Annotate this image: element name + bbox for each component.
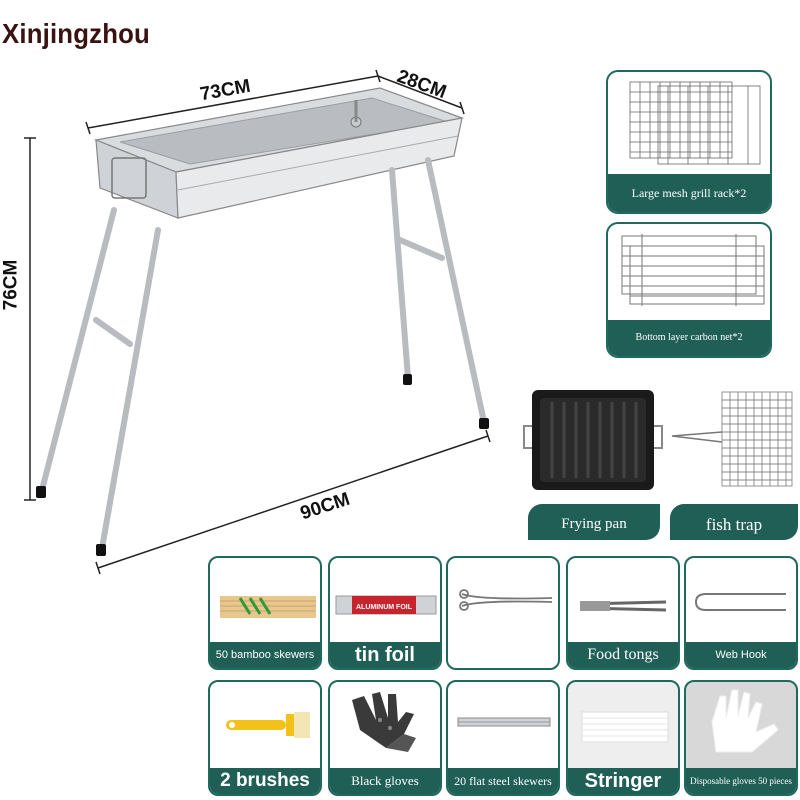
frying-pan-icon (523, 390, 663, 490)
accessory-black-gloves: Black gloves (328, 680, 442, 796)
carbon-clamp-icon (459, 589, 553, 611)
fish-trap-label: fish trap (670, 504, 798, 540)
frying-pan-label: Frying pan (528, 504, 660, 540)
accessory-disposable-gloves: Disposable gloves 50 pieces (684, 680, 798, 796)
accessory-label: 50 bamboo skewers (210, 642, 320, 668)
bottom-carbon-card: Bottom layer carbon net*2 (606, 222, 772, 358)
accessory-food-tongs: Food tongs (566, 556, 680, 670)
accessory-label: Disposable gloves 50 pieces (686, 768, 796, 794)
accessory-bamboo-skewers: 50 bamboo skewers (208, 556, 322, 670)
tin-foil-product-text: ALUMINUM FOIL (356, 604, 413, 611)
web-hook-icon (694, 593, 786, 611)
grill-box (93, 87, 465, 219)
mesh-rack-icon (629, 81, 761, 165)
disposable-gloves-icon (711, 689, 779, 753)
accessory-label: Stringer (568, 768, 678, 794)
accessory-carbon-clamp: Carbon clamp (446, 556, 560, 670)
tin-foil-icon: ALUMINUM FOIL (335, 595, 437, 615)
grill-illustration (24, 69, 491, 575)
bottom-carbon-label: Bottom layer carbon net*2 (608, 320, 770, 356)
accessory-steel-skewers: 20 flat steel skewers (446, 680, 560, 796)
accessory-label: 20 flat steel skewers (448, 768, 558, 794)
accessory-label: Web Hook (686, 642, 796, 668)
large-mesh-label: Large mesh grill rack*2 (608, 174, 770, 212)
fish-trap-icon (671, 391, 793, 487)
dimension-height-label: 76CM (0, 259, 22, 311)
grill-legs (39, 157, 487, 551)
accessory-label: tin foil (330, 642, 440, 668)
food-tongs-icon (580, 600, 667, 612)
carbon-net-icon (621, 234, 765, 306)
accessory-label: 2 brushes (210, 768, 320, 794)
accessory-web-hook: Web Hook (684, 556, 798, 670)
accessory-label: Food tongs (568, 642, 678, 668)
steel-skewers-icon (457, 717, 551, 727)
accessory-stringer: Stringer (566, 680, 680, 796)
brush-icon (226, 712, 310, 738)
accessory-label: Carbon clamp (487, 644, 521, 666)
bamboo-skewers-icon (220, 596, 316, 618)
accessory-tin-foil: ALUMINUM FOIL tin foil (328, 556, 442, 670)
large-mesh-card: Large mesh grill rack*2 (606, 70, 772, 214)
black-gloves-icon (352, 692, 416, 752)
stringer-icon (581, 711, 669, 743)
accessory-label: Black gloves (330, 768, 440, 794)
accessory-brushes: 2 brushes (208, 680, 322, 796)
brand-title: Xinjingzhou (2, 18, 150, 49)
